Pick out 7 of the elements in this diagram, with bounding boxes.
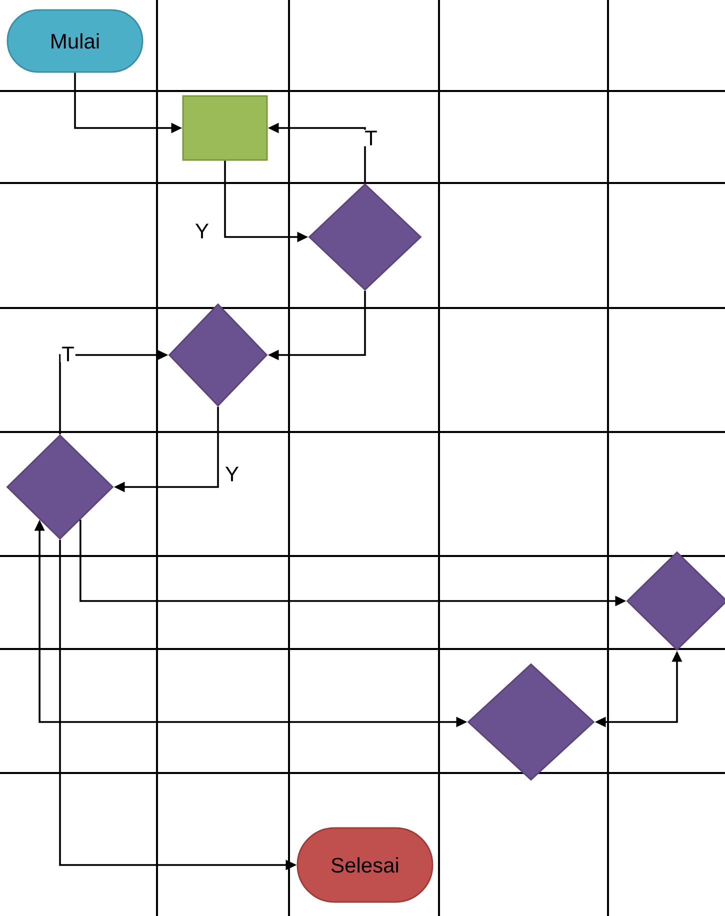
process-box (182, 95, 268, 161)
edge-label: Y (224, 466, 240, 482)
start-terminal: Mulai (6, 9, 144, 73)
edge-label: Y (194, 222, 210, 240)
end-terminal: Selesai (296, 827, 434, 903)
edge-label: T (364, 130, 378, 146)
edge-label: T (60, 346, 76, 362)
